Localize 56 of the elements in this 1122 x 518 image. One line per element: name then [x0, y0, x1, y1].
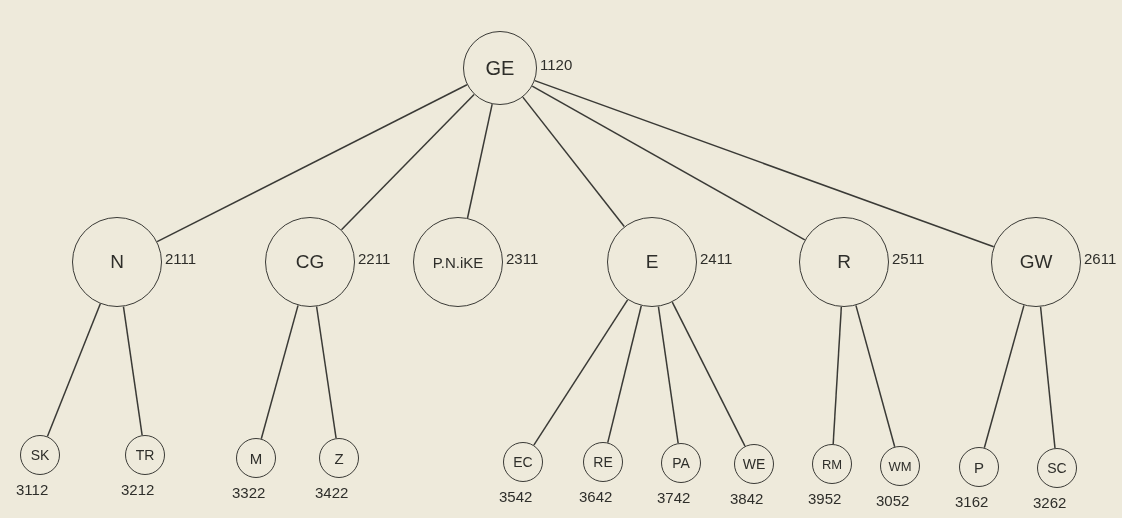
connector-line — [466, 103, 493, 219]
node-number: 3422 — [315, 484, 349, 501]
node-number: 2411 — [700, 250, 733, 267]
connector-line — [1039, 306, 1056, 449]
node-label: GE — [485, 56, 515, 80]
connector-line — [832, 306, 843, 445]
node-number: 2511 — [892, 250, 925, 267]
node-label: N — [110, 251, 124, 273]
node-number: 2611 — [1084, 250, 1117, 267]
node-label: SC — [1047, 460, 1067, 476]
node-number: 3162 — [955, 493, 989, 510]
node-number: 3842 — [730, 490, 764, 507]
connector-line — [156, 83, 468, 243]
node-label: SK — [30, 447, 50, 463]
connector-line — [671, 301, 746, 447]
node-label: M — [249, 449, 263, 467]
connector-line — [522, 96, 625, 228]
node-number: 2311 — [506, 250, 539, 267]
node-number: 3742 — [657, 489, 691, 506]
node-label: GW — [1019, 251, 1053, 273]
node-label: EC — [513, 454, 533, 470]
node-number: 3642 — [579, 488, 613, 505]
connector-line — [983, 304, 1025, 449]
node-number: 3322 — [232, 484, 266, 501]
node-number: 3952 — [808, 490, 842, 507]
node-label: WM — [888, 458, 912, 474]
connector-line — [533, 299, 629, 446]
connector-line — [531, 85, 806, 241]
node-label: R — [837, 251, 851, 273]
node-label: RM — [821, 456, 843, 472]
node-number: 3212 — [121, 481, 155, 498]
connector-line — [46, 303, 102, 438]
node-label: E — [645, 251, 659, 273]
node-number: 3112 — [16, 481, 49, 498]
node-label: Z — [334, 449, 344, 467]
connector-line — [657, 305, 679, 444]
node-label: P — [974, 458, 984, 476]
node-label: P.N.iKE — [432, 253, 484, 271]
node-number: 2111 — [165, 250, 197, 267]
connector-line — [122, 305, 143, 436]
connector-line — [315, 305, 337, 439]
node-number: 3052 — [876, 492, 910, 509]
node-label: TR — [135, 447, 155, 463]
node-label: WE — [742, 456, 766, 472]
node-number: 3262 — [1033, 494, 1067, 511]
node-number: 3542 — [499, 488, 533, 505]
node-label: RE — [593, 454, 613, 470]
connector-line — [855, 304, 896, 448]
connector-line — [340, 93, 475, 231]
node-label: CG — [295, 251, 325, 273]
connector-line — [260, 304, 299, 440]
node-label: PA — [672, 455, 690, 471]
connector-line — [534, 79, 995, 248]
node-number: 2211 — [358, 250, 391, 267]
connector-line — [607, 304, 643, 444]
node-number: 1120 — [540, 56, 573, 73]
